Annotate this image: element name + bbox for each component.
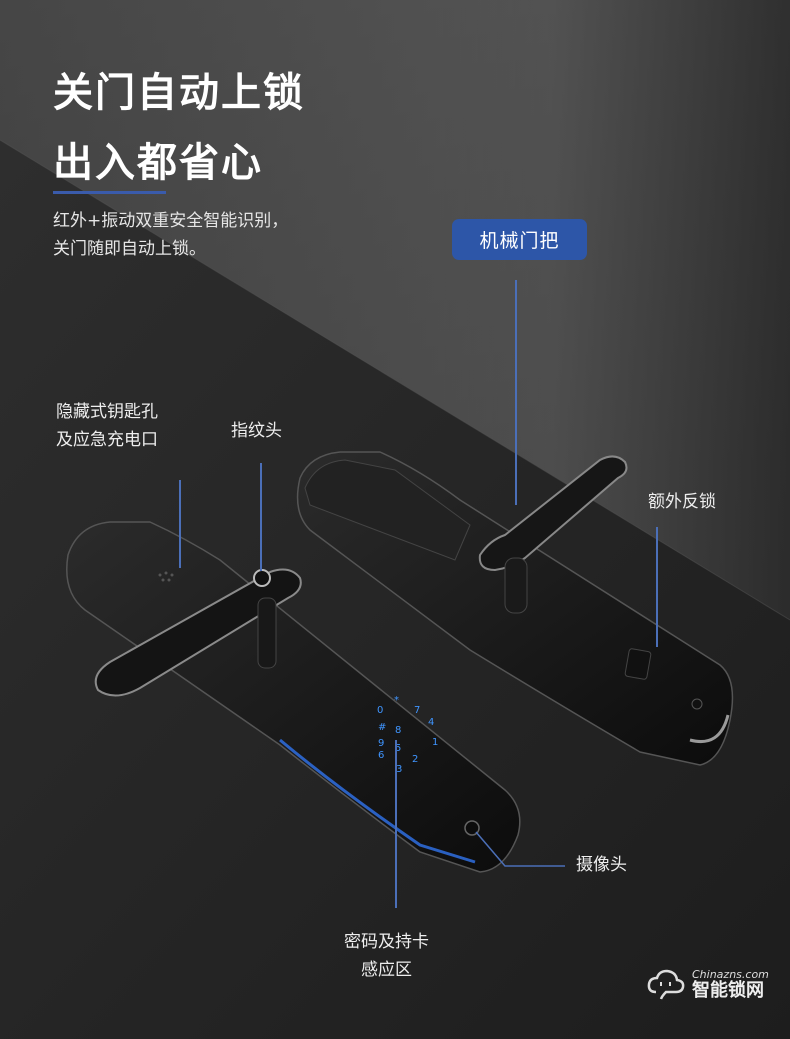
accent-divider bbox=[53, 191, 166, 194]
headline-line-2: 出入都省心 bbox=[53, 140, 263, 186]
callout-keypad: 密码及持卡 感应区 bbox=[344, 928, 429, 984]
callout-fingerprint: 指纹头 bbox=[231, 421, 282, 441]
leader-line-keyhole bbox=[179, 480, 181, 568]
svg-text:8: 8 bbox=[395, 725, 401, 736]
subtitle-line-2: 关门随即自动上锁。 bbox=[53, 239, 206, 259]
callout-camera: 摄像头 bbox=[576, 855, 627, 875]
svg-text:#: # bbox=[378, 722, 386, 733]
svg-text:3: 3 bbox=[396, 764, 402, 775]
leader-line-keypad bbox=[395, 740, 397, 908]
fingerprint-sensor-icon bbox=[253, 569, 271, 587]
subtitle-line-1: 红外+振动双重安全智能识别， bbox=[53, 211, 289, 231]
callout-keypad-line-2: 感应区 bbox=[361, 960, 412, 980]
watermark: Chinazns.com 智能锁网 bbox=[646, 968, 769, 1000]
mechanical-handle bbox=[478, 455, 628, 614]
watermark-site: Chinazns.com bbox=[692, 967, 769, 981]
cloud-logo-icon bbox=[647, 969, 685, 1000]
callout-extra-deadlock: 额外反锁 bbox=[648, 492, 716, 512]
callout-hidden-keyhole-line-2: 及应急充电口 bbox=[56, 430, 158, 450]
headline: 关门自动上锁 出入都省心 bbox=[53, 58, 305, 198]
callout-keypad-line-1: 密码及持卡 bbox=[344, 932, 429, 952]
camera-lens-icon bbox=[464, 820, 480, 836]
front-lock-body bbox=[66, 521, 521, 873]
watermark-name: 智能锁网 bbox=[692, 979, 764, 1001]
speaker-grille-icon bbox=[158, 571, 174, 582]
callout-hidden-keyhole: 隐藏式钥匙孔 及应急充电口 bbox=[56, 398, 158, 454]
svg-text:*: * bbox=[394, 695, 399, 706]
svg-text:6: 6 bbox=[378, 750, 384, 761]
leader-line-fingerprint bbox=[260, 463, 262, 571]
svg-text:2: 2 bbox=[412, 754, 418, 765]
svg-text:4: 4 bbox=[428, 717, 434, 728]
callout-hidden-keyhole-line-1: 隐藏式钥匙孔 bbox=[56, 402, 158, 422]
svg-text:1: 1 bbox=[432, 737, 438, 748]
callout-mechanical-handle: 机械门把 bbox=[452, 219, 587, 260]
svg-text:7: 7 bbox=[414, 705, 420, 716]
fingerprint-handle bbox=[94, 568, 302, 697]
subtitle: 红外+振动双重安全智能识别， 关门随即自动上锁。 bbox=[53, 207, 288, 263]
keypad: 0 * 7 4 1 8 # 9 5 2 3 6 bbox=[377, 695, 438, 775]
svg-text:0: 0 bbox=[377, 705, 383, 716]
headline-line-1: 关门自动上锁 bbox=[53, 70, 305, 116]
svg-text:9: 9 bbox=[378, 738, 384, 749]
leader-line-handle bbox=[515, 280, 517, 505]
leader-line-deadlock bbox=[656, 527, 658, 647]
svg-text:5: 5 bbox=[395, 743, 401, 754]
